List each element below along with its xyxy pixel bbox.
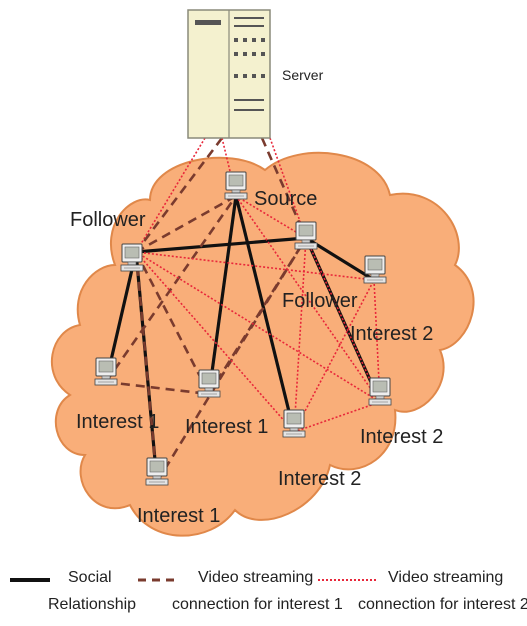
interest1-left-label: Interest 1 <box>76 411 159 433</box>
interest1-stream-line <box>104 195 238 383</box>
interest1-stream-line <box>135 194 237 254</box>
interest2-top-right-label: Interest 2 <box>350 323 433 345</box>
interest1-bottom-computer-icon <box>145 457 169 486</box>
server-icon <box>187 9 271 139</box>
legend-interest2-line1: Video streaming <box>388 569 503 586</box>
interest2-right-computer-icon <box>368 377 392 406</box>
follower-left-computer-icon <box>120 243 144 272</box>
interest1-center-computer-icon <box>197 369 221 398</box>
interest2-stream-line <box>293 237 307 433</box>
interest2-stream-line <box>235 195 381 403</box>
interest2-stream-line <box>269 137 307 239</box>
interest1-bottom-label: Interest 1 <box>137 505 220 527</box>
legend-interest1-line2: connection for interest 1 <box>172 596 343 613</box>
legend-social-line1: Social <box>68 569 112 586</box>
follower-right-label: Follower <box>282 290 358 312</box>
interest2-center-label: Interest 2 <box>278 468 361 490</box>
source-label: Source <box>254 188 317 210</box>
social-relationship-line <box>207 195 238 395</box>
follower-left-label: Follower <box>70 209 146 231</box>
interest2-top-right-computer-icon <box>363 255 387 284</box>
legend-interest2-line2: connection for interest 2 <box>358 596 527 613</box>
follower-right-computer-icon <box>294 221 318 250</box>
interest2-right-label: Interest 2 <box>360 426 443 448</box>
interest2-stream-line <box>305 237 381 403</box>
source-computer-icon <box>224 171 248 200</box>
legend: Social Relationship Video streaming conn… <box>10 569 527 613</box>
interest1-left-computer-icon <box>94 357 118 386</box>
social-relationship-line <box>135 236 307 254</box>
legend-social-line2: Relationship <box>48 596 136 613</box>
interest1-stream-line <box>105 380 210 396</box>
interest1-stream-line <box>134 137 224 253</box>
interest1-stream-line <box>207 237 308 395</box>
interest2-stream-line <box>293 401 381 433</box>
server-label: Server <box>282 67 324 83</box>
cloud-shape <box>51 151 475 537</box>
interest2-stream-line <box>235 195 307 239</box>
interest2-center-computer-icon <box>282 409 306 438</box>
interest2-stream-line <box>293 279 375 433</box>
interest1-stream-line <box>134 251 211 395</box>
social-relationship-line <box>234 195 296 433</box>
interest1-stream-line <box>134 251 159 483</box>
interest1-stream-line <box>260 137 308 239</box>
legend-interest1-line1: Video streaming <box>198 569 313 586</box>
interest1-center-label: Interest 1 <box>185 416 268 438</box>
